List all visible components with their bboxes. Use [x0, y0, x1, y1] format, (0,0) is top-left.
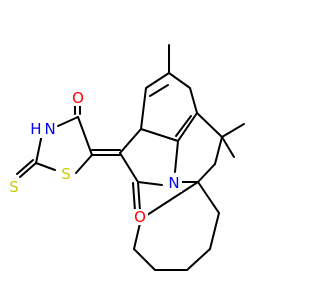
bond-layer: [16, 44, 245, 271]
bond: [133, 248, 156, 271]
atom-label: O: [72, 89, 84, 107]
atom-label: H N: [30, 120, 56, 138]
bond: [35, 162, 56, 171]
bond: [177, 112, 198, 142]
bond: [186, 248, 211, 271]
bond: [77, 116, 93, 156]
bond: [132, 182, 136, 212]
bond: [140, 181, 199, 220]
bond: [35, 133, 43, 164]
molecule-drawing: O H N S S N O: [6, 44, 245, 271]
bond: [119, 152, 139, 183]
bond: [149, 84, 169, 97]
atom-label-layer: O H N S S N O: [6, 89, 182, 226]
bond: [75, 154, 93, 174]
atom-label: S: [9, 178, 19, 196]
bond: [57, 116, 79, 127]
bond: [197, 181, 220, 214]
atom-sulfur-ring: S: [58, 165, 74, 183]
bond: [196, 112, 223, 138]
atom-label: S: [61, 165, 71, 183]
bond: [145, 72, 170, 89]
bond: [19, 162, 37, 178]
atom-oxygen-carbonyl-top: O: [70, 89, 86, 107]
atom-nitrogen-nh: H N: [28, 120, 56, 138]
bond: [221, 123, 245, 138]
bond: [175, 115, 192, 137]
atom-nitrogen-ring: N: [166, 174, 182, 192]
bond: [189, 87, 198, 114]
bond: [214, 136, 223, 165]
atom-label: N: [168, 174, 179, 192]
bond: [137, 181, 163, 186]
bond: [221, 136, 235, 158]
bond: [137, 181, 141, 212]
bond: [119, 128, 142, 154]
atom-label: O: [134, 208, 146, 226]
structure-canvas: O H N S S N O: [6, 44, 245, 271]
bond: [140, 128, 179, 142]
atom-oxygen-carbonyl-low: O: [132, 208, 148, 226]
bond: [174, 140, 179, 173]
atom-sulfur-thione: S: [6, 178, 22, 196]
bond: [197, 163, 216, 183]
bond: [140, 87, 147, 130]
bond: [209, 212, 220, 250]
bond: [168, 72, 191, 89]
bond: [16, 159, 34, 175]
